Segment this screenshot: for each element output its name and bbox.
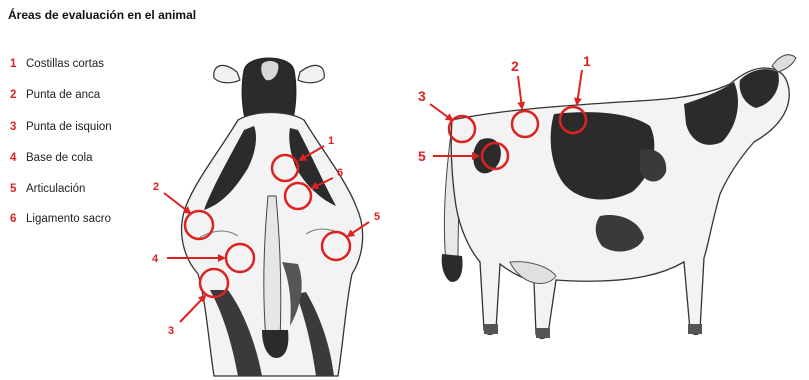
side-view-cow [442,55,796,339]
marker-number-5: 5 [374,211,380,223]
marker-number-2: 2 [153,181,159,193]
marker-number-3: 3 [168,325,174,337]
marker-number-6: 6 [337,167,343,179]
rear-view-cow [182,58,363,376]
marker-number-3-side: 3 [418,88,426,104]
marker-number-2-side: 2 [511,58,519,74]
marker-number-1: 1 [328,135,334,147]
marker-number-1-side: 1 [583,53,591,69]
marker-number-5-side: 5 [418,148,426,164]
marker-number-4: 4 [152,253,159,265]
